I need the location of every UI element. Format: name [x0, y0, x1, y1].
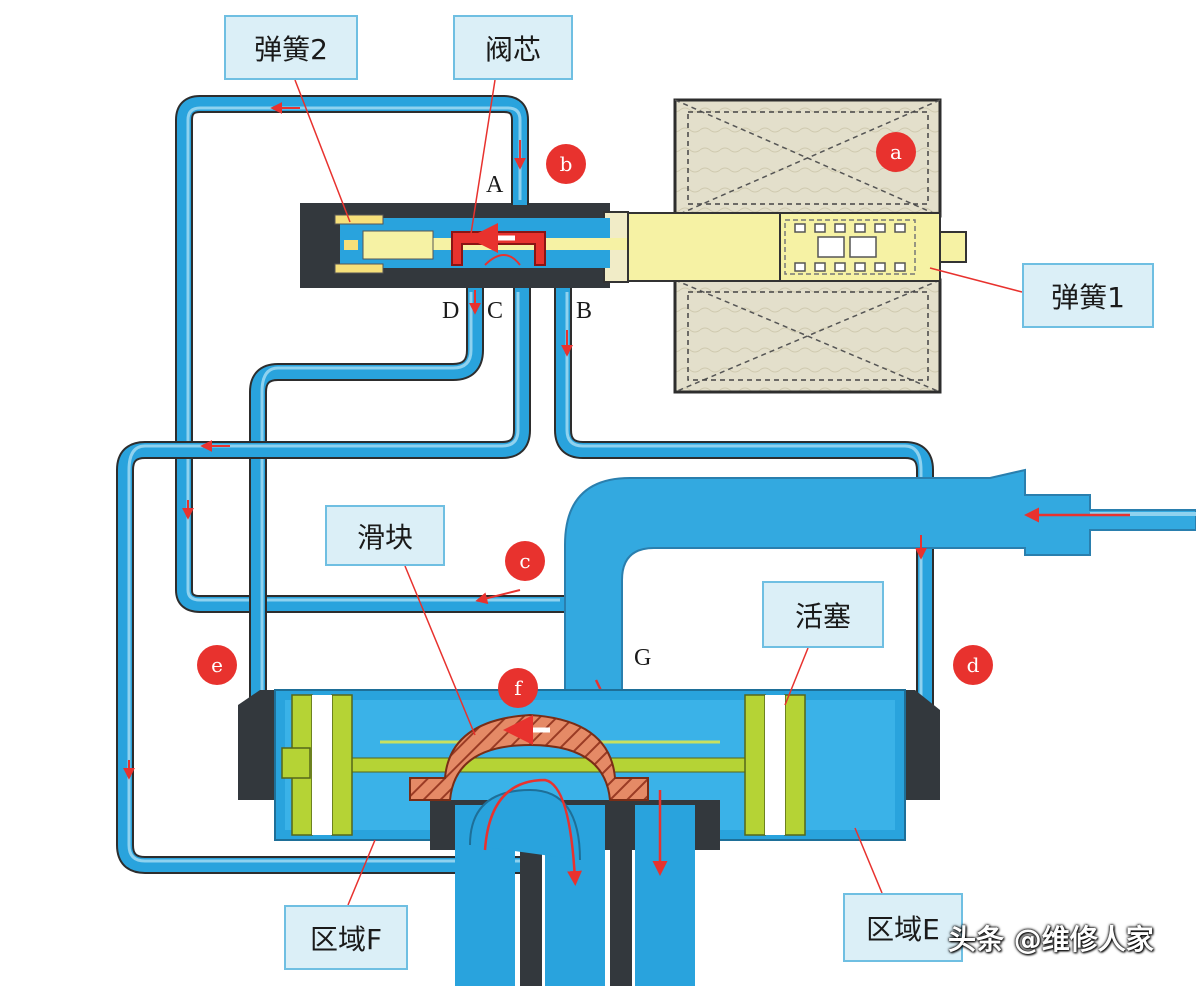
- marker-d: d: [953, 645, 993, 685]
- main-valve-body: [238, 689, 940, 986]
- label-spring1: 弹簧1: [1022, 263, 1154, 328]
- label-spool: 阀芯: [453, 15, 573, 80]
- label-spring2: 弹簧2: [224, 15, 358, 80]
- watermark: 头条 @维修人家: [948, 923, 1154, 956]
- port-d: D: [442, 298, 459, 324]
- svg-text:d: d: [967, 653, 980, 677]
- marker-c: c: [505, 541, 545, 581]
- marker-b: b: [546, 144, 586, 184]
- label-slider: 滑块: [325, 505, 445, 566]
- piston-right: [744, 694, 806, 836]
- plunger: [627, 212, 967, 282]
- piston-left: [281, 694, 353, 836]
- slider: [409, 713, 649, 801]
- marker-e: e: [197, 645, 237, 685]
- svg-text:b: b: [560, 152, 573, 176]
- port-labels: A D C B G: [442, 172, 651, 671]
- label-zone-f: 区域F: [284, 905, 408, 970]
- spring1-coils: [794, 223, 906, 272]
- pilot-valve-body: [300, 203, 635, 288]
- svg-text:a: a: [890, 140, 902, 164]
- pipes: [116, 95, 934, 874]
- svg-text:e: e: [211, 653, 223, 677]
- marker-a: a: [876, 132, 916, 172]
- label-zone-e: 区域E: [843, 893, 963, 962]
- port-c: C: [487, 298, 503, 324]
- svg-text:c: c: [519, 549, 530, 573]
- port-b: B: [576, 298, 592, 324]
- spool: [451, 223, 546, 266]
- label-piston: 活塞: [762, 581, 884, 648]
- port-a: A: [486, 172, 504, 198]
- port-g: G: [634, 645, 651, 671]
- svg-text:f: f: [514, 676, 523, 700]
- leader-lines: [294, 79, 1023, 906]
- flow-arrows: [123, 102, 927, 780]
- marker-f: f: [498, 668, 538, 708]
